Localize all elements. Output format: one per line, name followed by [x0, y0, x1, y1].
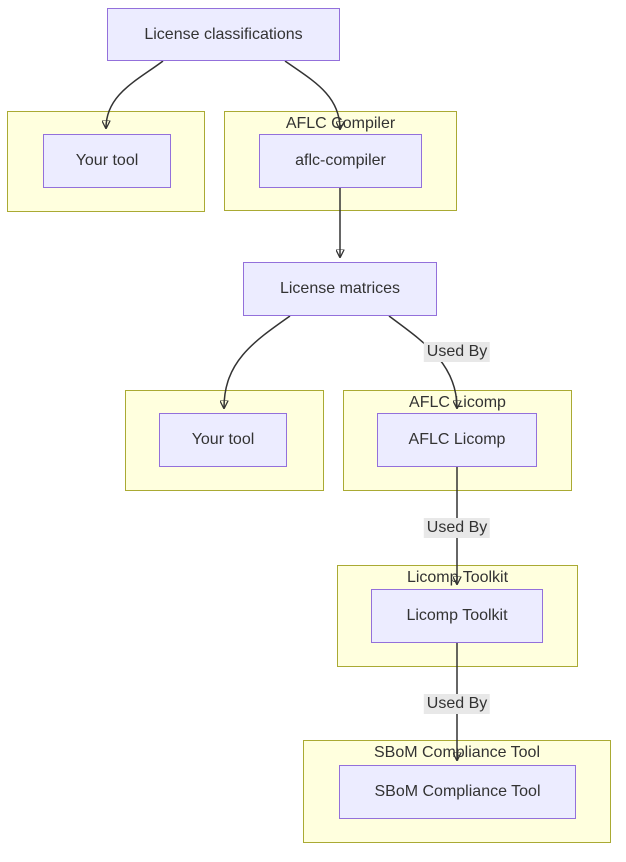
edge-label-used-by-1: Used By [423, 342, 491, 362]
node-your-tool-top: Your tool [43, 134, 171, 188]
node-your-tool-mid: Your tool [159, 413, 287, 467]
cluster-title-aflc-licomp: AFLC Licomp [409, 394, 506, 411]
node-aflc-licomp: AFLC Licomp [377, 413, 537, 467]
edge-label-used-by-3: Used By [423, 694, 491, 714]
node-sbom-compliance-tool: SBoM Compliance Tool [339, 765, 576, 819]
node-license-matrices: License matrices [243, 262, 437, 316]
edge-label-used-by-2: Used By [423, 518, 491, 538]
cluster-title-licomp-toolkit: Licomp Toolkit [406, 569, 509, 586]
node-aflc-compiler: aflc-compiler [259, 134, 422, 188]
cluster-title-sbom-compliance-tool: SBoM Compliance Tool [373, 744, 540, 761]
node-license-classifications: License classifications [107, 8, 340, 61]
node-licomp-toolkit: Licomp Toolkit [371, 589, 543, 643]
cluster-title-aflc-compiler: AFLC Compiler [285, 115, 396, 132]
